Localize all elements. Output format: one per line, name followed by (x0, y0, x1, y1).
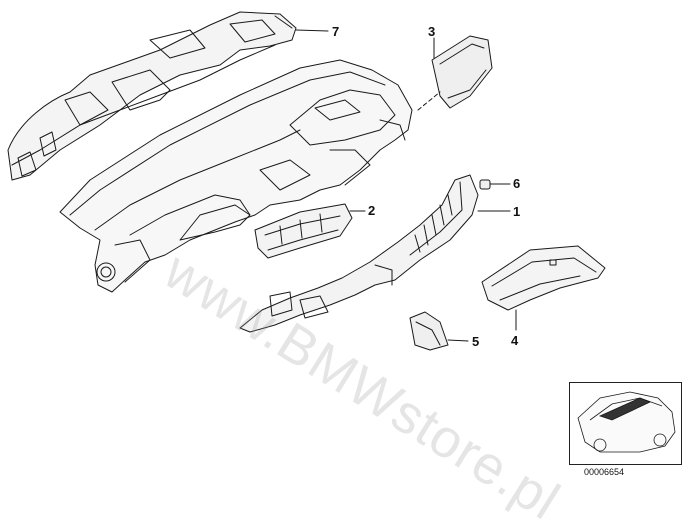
locator-car-thumbnail (577, 391, 676, 453)
part-7-top-duct (7, 11, 297, 181)
callout-2: 2 (368, 203, 376, 218)
parts-diagram (7, 11, 676, 453)
dashboard-main (59, 59, 413, 293)
document-number: 00006654 (584, 467, 625, 477)
callout-3: 3 (428, 24, 436, 39)
callout-7: 7 (332, 24, 340, 39)
part-3-airbag-cover (431, 35, 493, 109)
callout-5: 5 (472, 334, 480, 349)
part-5-small-bracket (409, 311, 449, 351)
part-1-console-carrier (239, 174, 479, 333)
callout-6: 6 (513, 176, 521, 191)
leader-5 (447, 339, 469, 342)
locator-thumbnail-frame (569, 382, 682, 465)
part-4-panel (481, 245, 606, 311)
part-2-center-bracket (254, 203, 353, 259)
callout-1: 1 (513, 204, 521, 219)
callout-4: 4 (511, 333, 519, 348)
part-6-clip (479, 179, 511, 190)
leader-7 (295, 29, 329, 32)
